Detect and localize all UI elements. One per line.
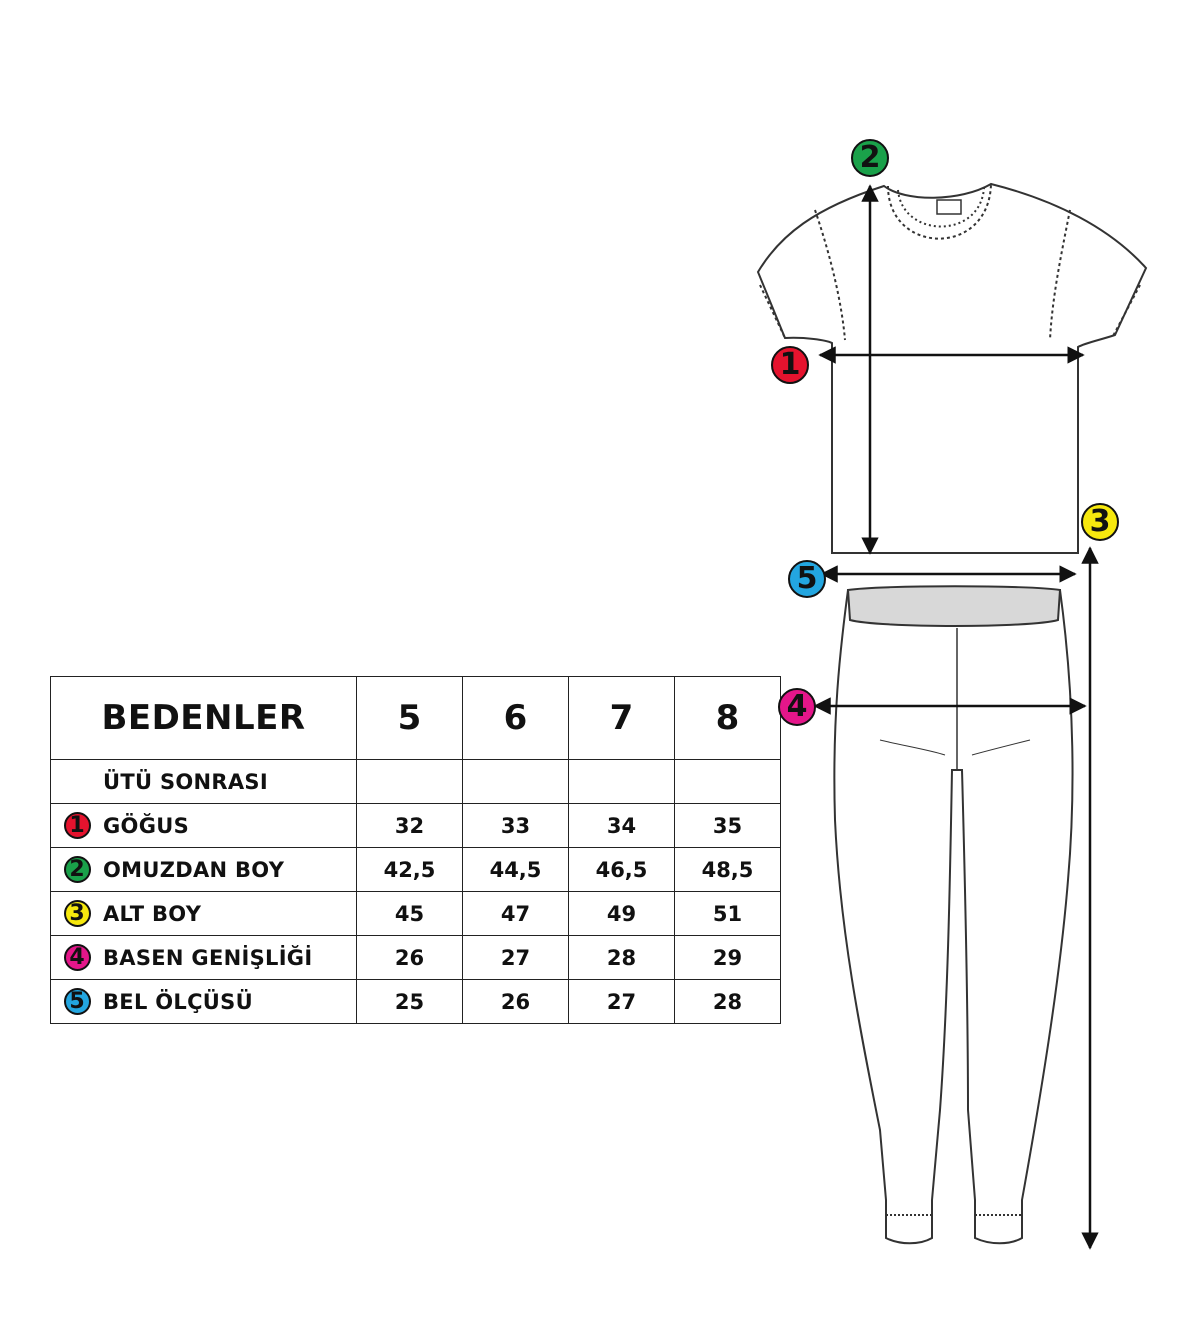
table-cell: 49 xyxy=(568,891,675,936)
table-cell: 26 xyxy=(462,979,569,1024)
table-row: 1 GÖĞUS 32 33 34 35 xyxy=(50,803,781,848)
tshirt-outline-icon xyxy=(756,182,1148,554)
table-cell: 29 xyxy=(674,935,781,980)
size-column-7: 7 xyxy=(568,676,675,760)
number-badge-icon: 2 xyxy=(63,856,91,883)
table-cell: 32 xyxy=(356,803,463,848)
table-row: 5 BEL ÖLÇÜSÜ 25 26 27 28 xyxy=(50,979,781,1024)
number-badge-icon: 3 xyxy=(63,900,91,927)
table-cell: 26 xyxy=(356,935,463,980)
marker-4-icon: 4 xyxy=(778,688,816,726)
table-subheader-cell: ÜTÜ SONRASI xyxy=(50,759,357,804)
table-cell: 46,5 xyxy=(568,847,675,892)
size-column-8: 8 xyxy=(674,676,781,760)
table-cell: 28 xyxy=(568,935,675,980)
table-subheader-row: ÜTÜ SONRASI xyxy=(50,759,781,804)
table-cell: 27 xyxy=(568,979,675,1024)
table-cell: 44,5 xyxy=(462,847,569,892)
table-cell: 27 xyxy=(462,935,569,980)
marker-3-icon: 3 xyxy=(1081,503,1119,541)
table-row: 2 OMUZDAN BOY 42,5 44,5 46,5 48,5 xyxy=(50,847,781,892)
row-label: BEL ÖLÇÜSÜ xyxy=(103,989,253,1014)
table-cell: 25 xyxy=(356,979,463,1024)
row-label: OMUZDAN BOY xyxy=(103,857,285,882)
row-label: BASEN GENİŞLİĞİ xyxy=(103,945,313,970)
size-column-6: 6 xyxy=(462,676,569,760)
table-cell: 28 xyxy=(674,979,781,1024)
table-cell: 47 xyxy=(462,891,569,936)
marker-1-icon: 1 xyxy=(771,346,809,384)
table-cell: 45 xyxy=(356,891,463,936)
table-cell: 35 xyxy=(674,803,781,848)
marker-5-icon: 5 xyxy=(788,560,826,598)
table-row: 3 ALT BOY 45 47 49 51 xyxy=(50,891,781,936)
table-header-label: BEDENLER xyxy=(50,676,357,760)
leggings-outline-icon xyxy=(833,585,1074,1245)
number-badge-icon: 4 xyxy=(63,944,91,971)
row-label: GÖĞUS xyxy=(103,813,190,838)
table-cell: 51 xyxy=(674,891,781,936)
subheader-label: ÜTÜ SONRASI xyxy=(103,769,268,794)
number-badge-icon: 1 xyxy=(63,812,91,839)
table-header-row: BEDENLER 5 6 7 8 xyxy=(50,676,781,760)
number-badge-icon: 5 xyxy=(63,988,91,1015)
table-row: 4 BASEN GENİŞLİĞİ 26 27 28 29 xyxy=(50,935,781,980)
marker-2-icon: 2 xyxy=(851,139,889,177)
table-cell: 34 xyxy=(568,803,675,848)
size-column-5: 5 xyxy=(356,676,463,760)
row-label: ALT BOY xyxy=(103,901,202,926)
measurement-arrows xyxy=(813,184,1099,1250)
table-cell: 48,5 xyxy=(674,847,781,892)
table-cell: 33 xyxy=(462,803,569,848)
table-cell: 42,5 xyxy=(356,847,463,892)
